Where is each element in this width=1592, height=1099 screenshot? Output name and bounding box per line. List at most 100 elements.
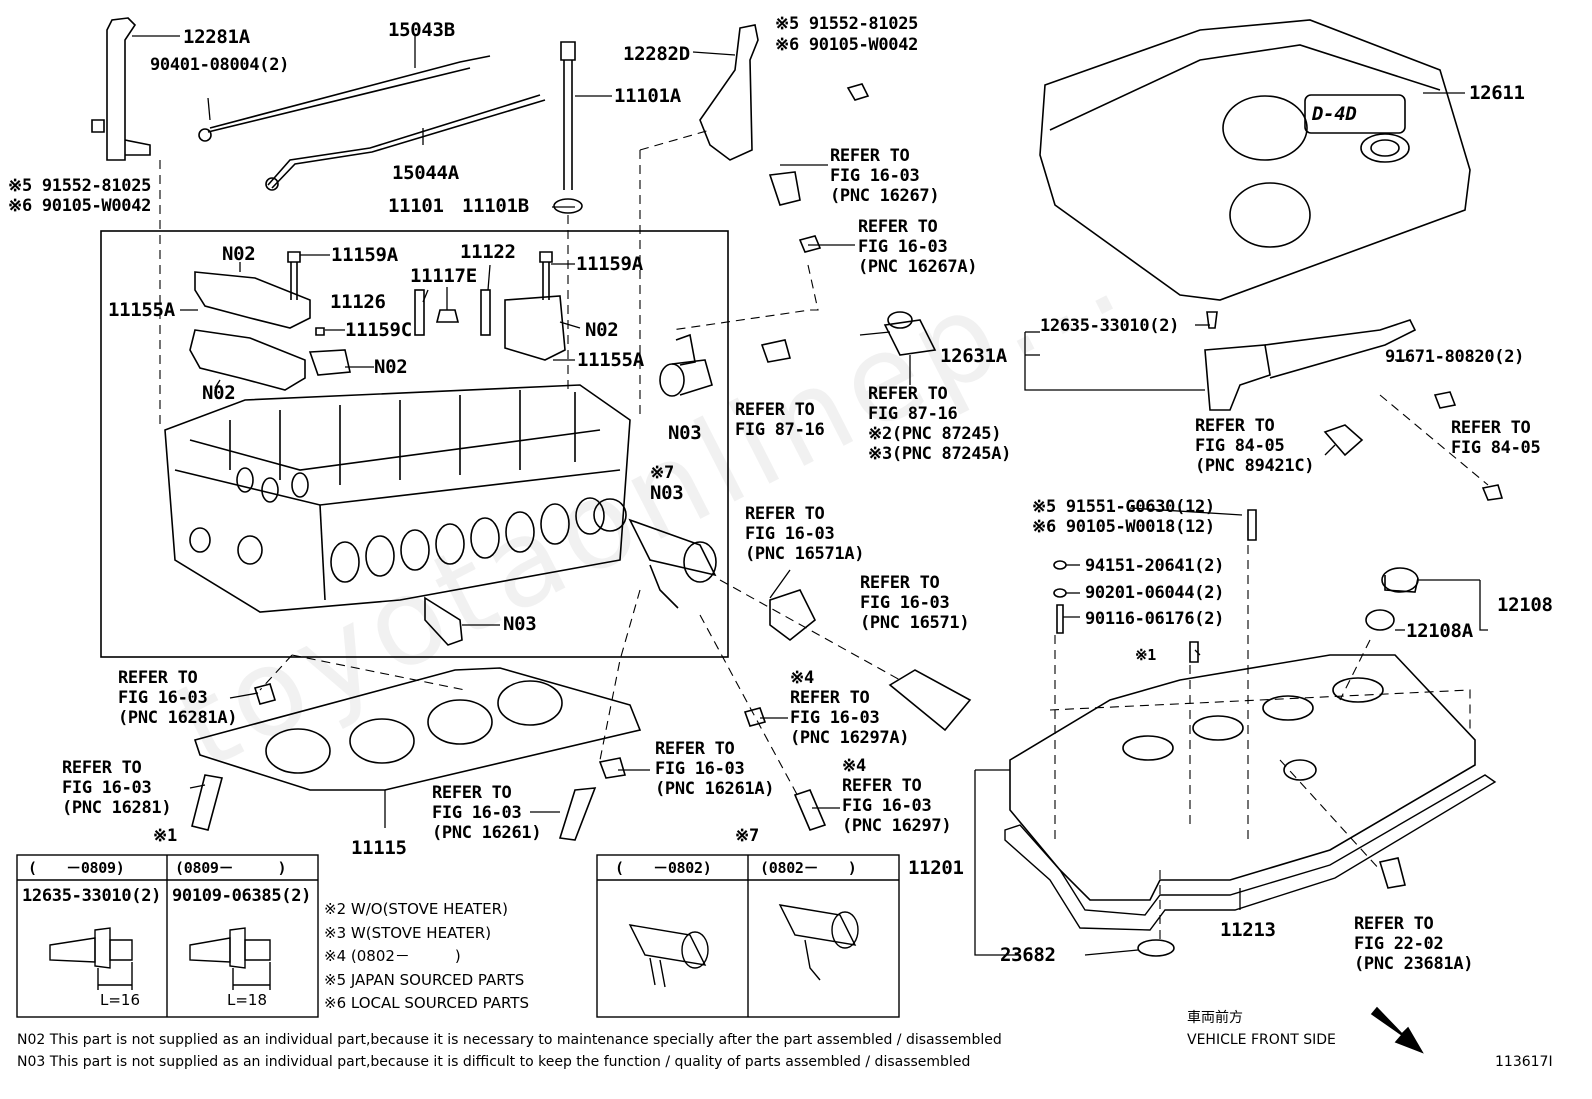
footnote-n02: N02 This part is not supplied as an indi… (17, 1032, 1002, 1048)
part-label-11159c: 11159C (345, 319, 412, 341)
part-label-90201-06044: 90201-06044(2) (1085, 583, 1225, 603)
note-mark-1: ※1 (1135, 646, 1156, 664)
part-label-12281a: 12281A (183, 26, 250, 48)
part-label-91671-80820: 91671-80820(2) (1385, 347, 1525, 367)
vehicle-front-arrow (1370, 1006, 1424, 1054)
part-label-23682: 23682 (1000, 944, 1056, 966)
part-label-11155a-right: 11155A (577, 349, 644, 371)
inset1-col1-part: 12635-33010(2) (22, 886, 162, 906)
engine-cover-drawing (1039, 19, 1471, 301)
vehicle-front-jp: 車両前方 (1187, 1010, 1243, 1026)
footnote-n03: N03 This part is not supplied as an indi… (17, 1054, 971, 1070)
part-label-11126: 11126 (330, 291, 386, 313)
legend-item: ※3 W(STOVE HEATER) (324, 923, 492, 942)
part-label-11117e: 11117E (410, 265, 477, 287)
bearing-caps-drawing (189, 271, 566, 391)
part-label-11155a-left: 11155A (108, 299, 175, 321)
marked-label-5-left: ※5 91552-81025 (8, 176, 152, 196)
figure-id: 113617I (1495, 1054, 1553, 1070)
bracket-12282d-drawing (699, 24, 870, 161)
part-label-12282d: 12282D (623, 43, 690, 65)
alignment-lines (159, 129, 1489, 940)
vehicle-front-en: VEHICLE FRONT SIDE (1187, 1032, 1336, 1048)
part-label-12611: 12611 (1469, 82, 1525, 104)
marked-label-5-right: ※5 91551-G0630(12) (1032, 497, 1215, 517)
part-label-11101a: 11101A (614, 85, 681, 107)
valve-cover-drawing (1009, 654, 1476, 901)
inset1-col2-part: 90109-06385(2) (172, 886, 312, 906)
part-label-12631a: 12631A (940, 345, 1007, 367)
legend-item: ※4 (0802－ ) (324, 947, 461, 965)
part-label-12635-33010: 12635-33010(2) (1040, 316, 1180, 336)
legend-item: ※2 W/O(STOVE HEATER) (324, 900, 508, 918)
part-label-n02-c: N02 (374, 356, 408, 378)
inset1-col1-header: ( －0809) (28, 859, 125, 877)
part-label-11213: 11213 (1220, 919, 1276, 941)
harness-drawing (198, 55, 546, 191)
engine-cover-badge: D-4D (1312, 103, 1357, 125)
part-label-11201: 11201 (908, 857, 964, 879)
part-label-n03-b: N03 (650, 482, 684, 504)
part-label-90401-08004: 90401-08004(2) (150, 55, 290, 75)
marked-label-6-top: ※6 90105-W0042 (775, 35, 919, 55)
leader-lines (132, 35, 1488, 956)
legend: ※2 W/O(STOVE HEATER) ※3 W(STOVE HEATER) … (324, 898, 529, 1016)
bracket-12631a-drawing (1204, 311, 1504, 501)
part-label-n03-c: N03 (503, 613, 537, 635)
part-label-11115: 11115 (351, 837, 407, 859)
head-gasket-drawing (193, 667, 642, 791)
inset1-col2-dim: L=18 (227, 991, 268, 1009)
part-label-94151-20641: 94151-20641(2) (1085, 556, 1225, 576)
part-label-11122: 11122 (460, 241, 516, 263)
part-label-12108: 12108 (1497, 594, 1553, 616)
inset1-mark: ※1 (153, 826, 177, 846)
bracket-12281a-drawing (91, 17, 151, 161)
inset2-col2-header: (0802－ ) (760, 859, 857, 877)
inset2-outlets (628, 904, 859, 988)
part-label-11101b: 11101B (462, 195, 529, 217)
cylinder-head-frame (100, 230, 729, 658)
part-label-90116-06176: 90116-06176(2) (1085, 609, 1225, 629)
note-mark-7: ※7 (650, 463, 674, 483)
hoses-drawing (191, 171, 972, 841)
valve-cover-gasket-drawing (1004, 774, 1497, 931)
cylinder-head-drawing (164, 384, 631, 613)
part-label-n02-d: N02 (202, 382, 236, 404)
part-label-n03-a: N03 (668, 422, 702, 444)
marked-label-6-right: ※6 90105-W0018(12) (1032, 517, 1215, 537)
inset2-col1-header: ( －0802) (615, 859, 712, 877)
studs-drawing (1053, 509, 1406, 957)
inset1-col1-dim: L=16 (100, 991, 141, 1009)
part-label-15043b: 15043B (388, 19, 455, 41)
inset1-col2-header: (0809－ ) (175, 859, 287, 877)
part-label-n02-b: N02 (585, 319, 619, 341)
bolts-drawing (287, 41, 583, 336)
legend-item: ※6 LOCAL SOURCED PARTS (324, 994, 529, 1012)
inset2-mark: ※7 (735, 826, 759, 846)
part-label-11159a-left: 11159A (331, 244, 398, 266)
part-label-11159a-right: 11159A (576, 253, 643, 275)
water-outlet-drawing (424, 333, 717, 646)
inset1-bolts (49, 927, 271, 990)
marked-label-5-top: ※5 91552-81025 (775, 14, 919, 34)
part-label-n02-a: N02 (222, 243, 256, 265)
inset-frames (16, 854, 900, 1018)
part-label-12108a: 12108A (1406, 620, 1473, 642)
